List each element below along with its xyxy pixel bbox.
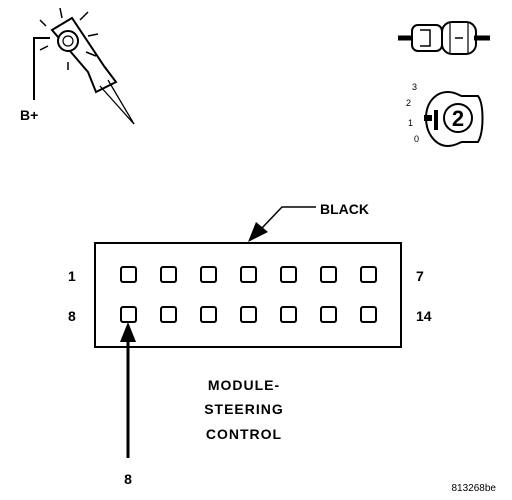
pin-cavity-3	[200, 266, 217, 283]
component-label-line-3: CONTROL	[206, 426, 282, 442]
ignition-position-2: 2	[406, 98, 411, 108]
pin-cavity-1	[120, 266, 137, 283]
ignition-position-0: 0	[414, 134, 419, 144]
pin-8-label: 8	[68, 308, 76, 324]
test-light-probe-icon	[33, 7, 135, 125]
pin-cavity-12	[280, 306, 297, 323]
ignition-key-position-label: 2	[452, 106, 464, 131]
connector-color-label: BLACK	[320, 201, 369, 217]
connector-pin-cavities	[120, 266, 377, 323]
probed-pin-label: 8	[124, 471, 132, 487]
connector-body	[94, 242, 402, 348]
pin-cavity-14	[360, 306, 377, 323]
pin-cavity-10	[200, 306, 217, 323]
pin-cavity-4	[240, 266, 257, 283]
ignition-position-3: 3	[412, 82, 417, 92]
probe-arrow	[120, 322, 136, 458]
component-label-line-1: MODULE-	[208, 377, 280, 393]
figure-id: 813268be	[452, 483, 497, 494]
ignition-position-1: 1	[408, 118, 413, 128]
pin-cavity-13	[320, 306, 337, 323]
pin-cavity-2	[160, 266, 177, 283]
pin-1-label: 1	[68, 268, 76, 284]
supply-label: B+	[20, 107, 38, 123]
component-label-line-2: STEERING	[204, 401, 284, 417]
pin-cavity-9	[160, 306, 177, 323]
pin-cavity-6	[320, 266, 337, 283]
connector-color-leader	[248, 206, 316, 242]
ignition-key-icon	[424, 90, 484, 148]
connector-plug-icon	[398, 21, 490, 55]
pin-cavity-7	[360, 266, 377, 283]
pin-7-label: 7	[416, 268, 424, 284]
pin-cavity-11	[240, 306, 257, 323]
pin-cavity-8	[120, 306, 137, 323]
pin-14-label: 14	[416, 308, 432, 324]
pin-cavity-5	[280, 266, 297, 283]
